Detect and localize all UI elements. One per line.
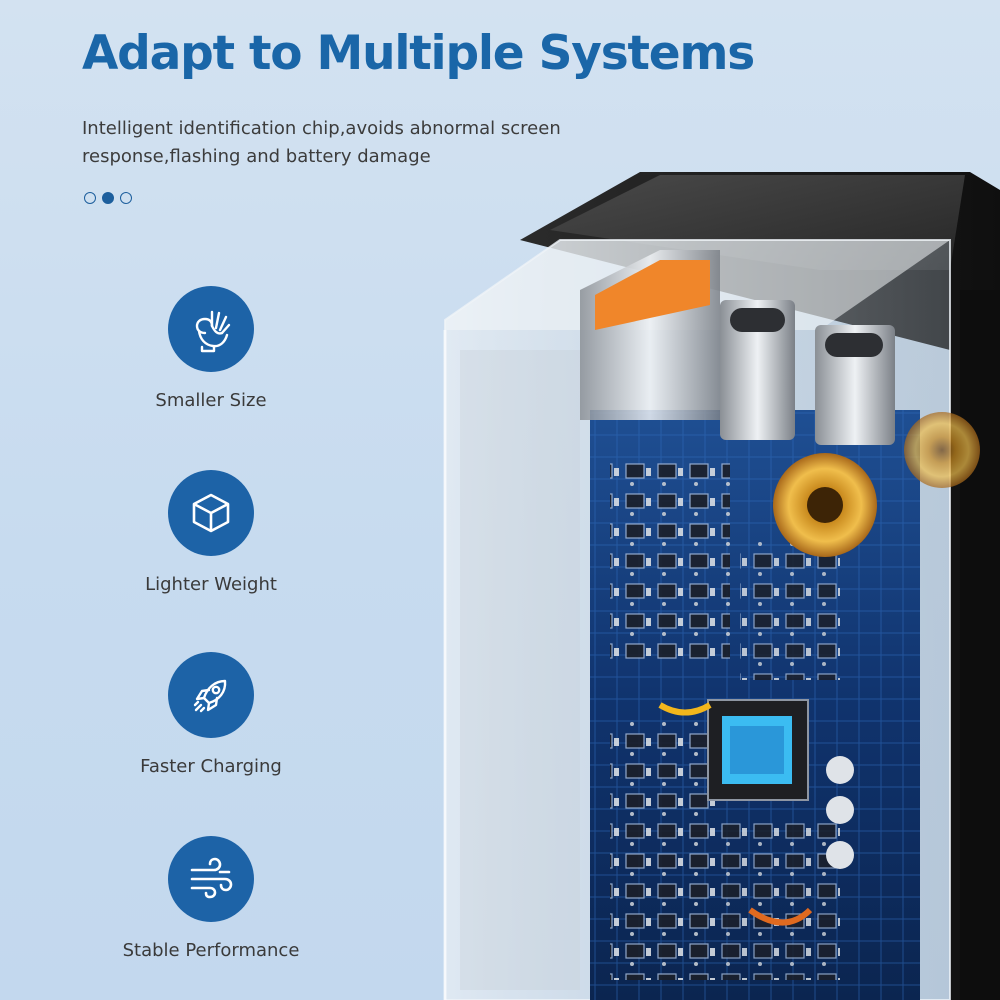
headline: Adapt to Multiple Systems bbox=[82, 26, 755, 81]
charger-product-image bbox=[443, 172, 1000, 1000]
ok-hand-icon bbox=[195, 310, 231, 353]
cube-icon bbox=[192, 493, 230, 533]
feature-icon-circle bbox=[168, 836, 254, 922]
pagination-dot-3[interactable] bbox=[120, 192, 132, 204]
pagination-dots bbox=[84, 192, 132, 204]
feature-smaller-size: Smaller Size bbox=[100, 286, 322, 411]
feature-faster-charging: Faster Charging bbox=[100, 652, 322, 777]
wind-icon bbox=[190, 857, 233, 899]
feature-icon-circle bbox=[168, 470, 254, 556]
pagination-dot-1[interactable] bbox=[84, 192, 96, 204]
feature-icon-circle bbox=[168, 286, 254, 372]
feature-label: Smaller Size bbox=[155, 390, 267, 411]
feature-icon-circle bbox=[168, 652, 254, 738]
pagination-dot-2[interactable] bbox=[102, 192, 114, 204]
feature-label: Stable Performance bbox=[122, 940, 300, 961]
feature-label: Faster Charging bbox=[140, 756, 282, 777]
feature-stable-performance: Stable Performance bbox=[100, 836, 322, 961]
feature-label: Lighter Weight bbox=[145, 574, 277, 595]
description: Intelligent identification chip,avoids a… bbox=[82, 118, 561, 167]
feature-lighter-weight: Lighter Weight bbox=[100, 470, 322, 595]
rocket-icon bbox=[193, 679, 227, 713]
